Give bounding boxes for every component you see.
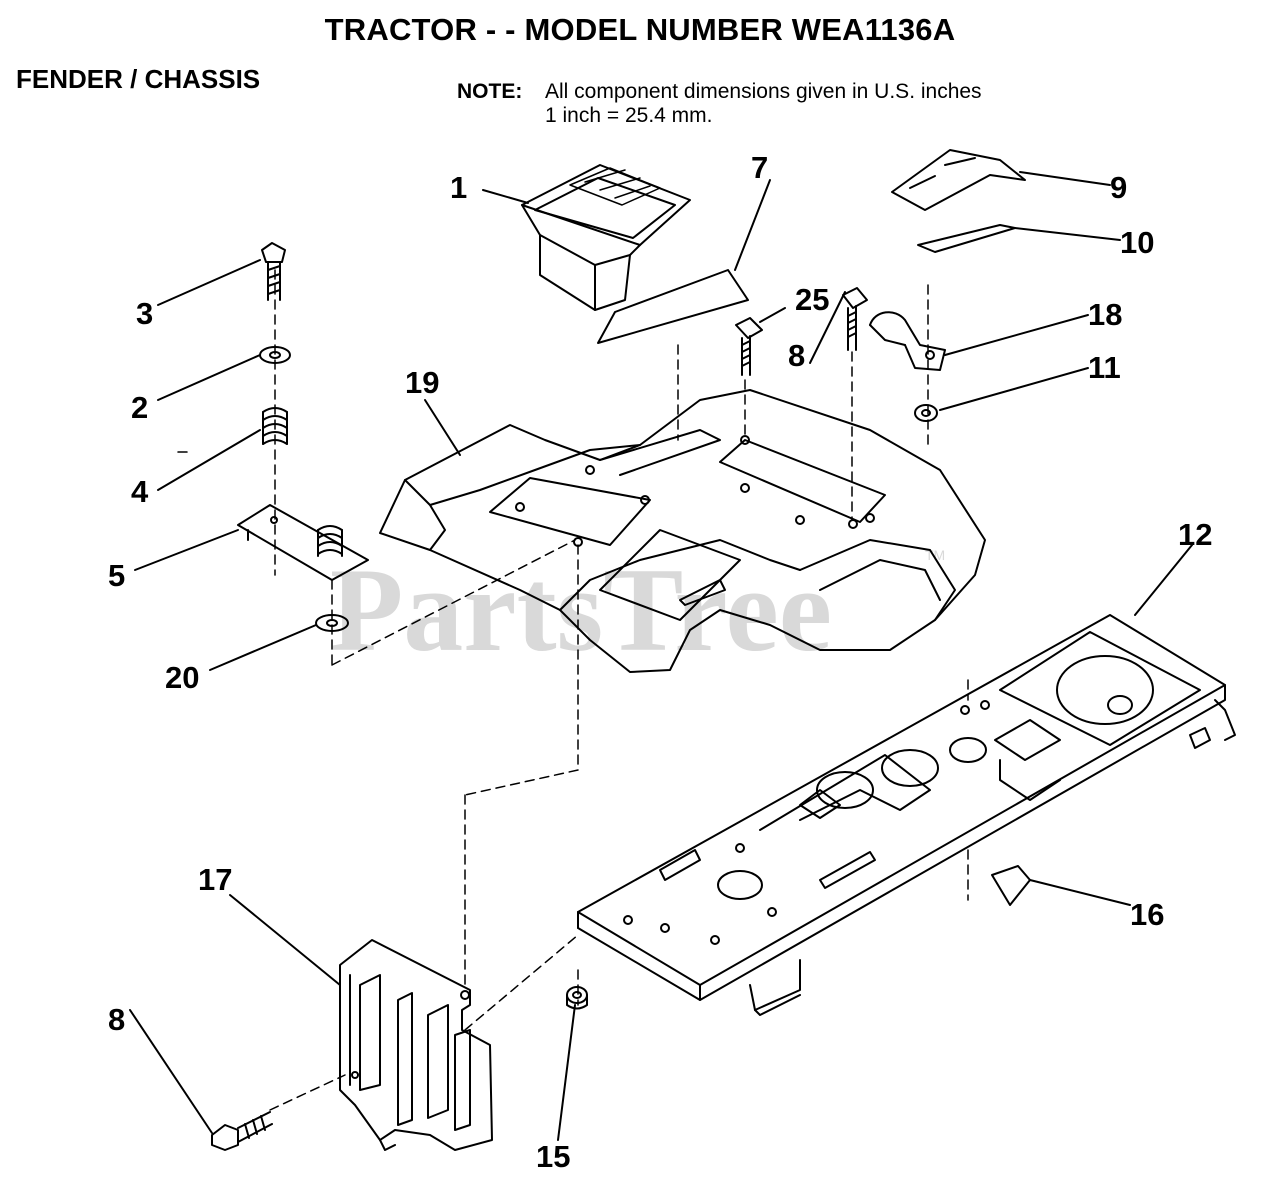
part-25-bolt[interactable] xyxy=(735,317,763,376)
part-11-nut[interactable] xyxy=(914,404,938,422)
part-16-tab[interactable] xyxy=(991,865,1031,906)
watermark-text: PartsTree xyxy=(330,543,832,676)
dimension-note: NOTE: All component dimensions given in U… xyxy=(457,80,982,128)
callout-19: 19 xyxy=(405,365,439,400)
part-12-chassis[interactable] xyxy=(577,614,1236,1016)
callout-3: 3 xyxy=(136,296,153,331)
callout-12: 12 xyxy=(1178,517,1212,552)
diagram-title: TRACTOR - - MODEL NUMBER WEA1136A xyxy=(324,12,956,47)
callout-5: 5 xyxy=(108,558,125,593)
part-8-bolt-lower[interactable] xyxy=(211,1111,273,1151)
leader-lines xyxy=(129,171,1193,1141)
callout-15: 15 xyxy=(536,1139,570,1174)
part-1-battery-box[interactable] xyxy=(521,164,691,311)
callout-7: 7 xyxy=(751,150,768,185)
callout-11: 11 xyxy=(1088,350,1121,385)
callout-18: 18 xyxy=(1088,297,1122,332)
callout-8-upper: 8 xyxy=(788,338,805,373)
callout-8-lower: 8 xyxy=(108,1002,125,1037)
callout-25: 25 xyxy=(795,282,829,317)
assembly-lines xyxy=(177,269,969,1111)
part-19-fender[interactable] xyxy=(379,389,986,673)
part-17-rear-plate[interactable] xyxy=(339,939,493,1151)
callout-9: 9 xyxy=(1110,170,1127,205)
part-18-clamp[interactable] xyxy=(869,311,946,371)
note-line-2: 1 inch = 25.4 mm. xyxy=(545,104,713,127)
part-5-spring-plate[interactable] xyxy=(237,504,369,581)
callout-17: 17 xyxy=(198,862,232,897)
callout-10: 10 xyxy=(1120,225,1154,260)
callout-1: 1 xyxy=(450,170,467,205)
note-line-1: All component dimensions given in U.S. i… xyxy=(545,80,982,103)
part-15-nut[interactable] xyxy=(566,986,588,1010)
part-8-bolt-upper[interactable] xyxy=(842,287,868,351)
part-3-bolt[interactable] xyxy=(261,242,286,301)
part-7-decal[interactable] xyxy=(597,269,749,344)
note-label: NOTE: xyxy=(457,80,523,103)
callout-numbers: 1 2 3 4 5 7 8 8 9 10 11 12 15 16 17 18 1… xyxy=(108,150,1212,1174)
callout-20: 20 xyxy=(165,660,199,695)
part-10-plate[interactable] xyxy=(917,224,1016,253)
callout-4: 4 xyxy=(131,474,149,509)
part-9-bracket[interactable] xyxy=(891,149,1026,211)
callout-16: 16 xyxy=(1130,897,1164,932)
section-title: FENDER / CHASSIS xyxy=(16,64,261,94)
callout-2: 2 xyxy=(131,390,148,425)
